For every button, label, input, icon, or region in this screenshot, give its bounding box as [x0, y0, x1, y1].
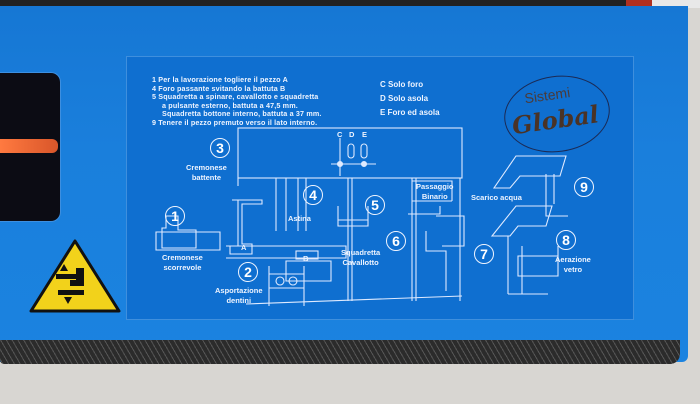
interior-light: [0, 139, 58, 153]
operation-number-5: 5: [365, 195, 385, 215]
instruction-line: Squadretta bottone interno, battuta a 37…: [162, 109, 322, 119]
legend-item-d: D Solo asola: [380, 94, 429, 103]
tool-e-label: E: [362, 130, 368, 139]
viewing-window: [0, 72, 61, 222]
operation-number-2: 2: [238, 262, 258, 282]
operation-caption-9: Scarico acqua: [471, 193, 522, 202]
instruction-line: 4 Foro passante svitando la battuta B: [152, 83, 286, 93]
operation-caption-4: Astina: [288, 214, 311, 223]
tool-legend: C Solo foro D Solo asola E Foro ed asola: [380, 78, 440, 120]
operation-number-7: 7: [474, 244, 494, 264]
legend-item-c: C Solo foro: [380, 80, 424, 89]
instruction-line: 1 Per la lavorazione togliere il pezzo A: [152, 75, 288, 84]
tool-c-label: C: [337, 130, 343, 139]
operation-number-1: 1: [165, 206, 185, 226]
operation-number-6: 6: [386, 231, 406, 251]
background-red-object: [626, 0, 652, 8]
crush-hazard-icon: [29, 239, 121, 313]
rubber-gasket: [0, 340, 680, 364]
operation-number-8: 8: [556, 230, 576, 250]
marker-a: A: [241, 243, 247, 252]
operation-number-9: 9: [574, 177, 594, 197]
legend-item-e: E Foro ed asola: [380, 108, 440, 117]
tool-d-label: D: [349, 130, 355, 139]
instruction-line: a pulsante esterno, battuta a 47,5 mm.: [162, 100, 298, 110]
logo-line-2: Global: [510, 99, 601, 141]
operation-number-4: 4: [303, 185, 323, 205]
background-top: [0, 0, 700, 8]
profile-diagrams-drawing: [155, 127, 568, 306]
instruction-line: 9 Tenere il pezzo premuto verso il lato …: [152, 117, 318, 127]
operation-number-3: 3: [210, 138, 230, 158]
marker-b: B: [303, 254, 309, 263]
instruction-list: 1 Per la lavorazione togliere il pezzo A…: [152, 75, 322, 128]
instruction-line: 5 Squadretta a spinare, cavallotto e squ…: [152, 92, 319, 102]
background-white-object: [652, 0, 700, 8]
